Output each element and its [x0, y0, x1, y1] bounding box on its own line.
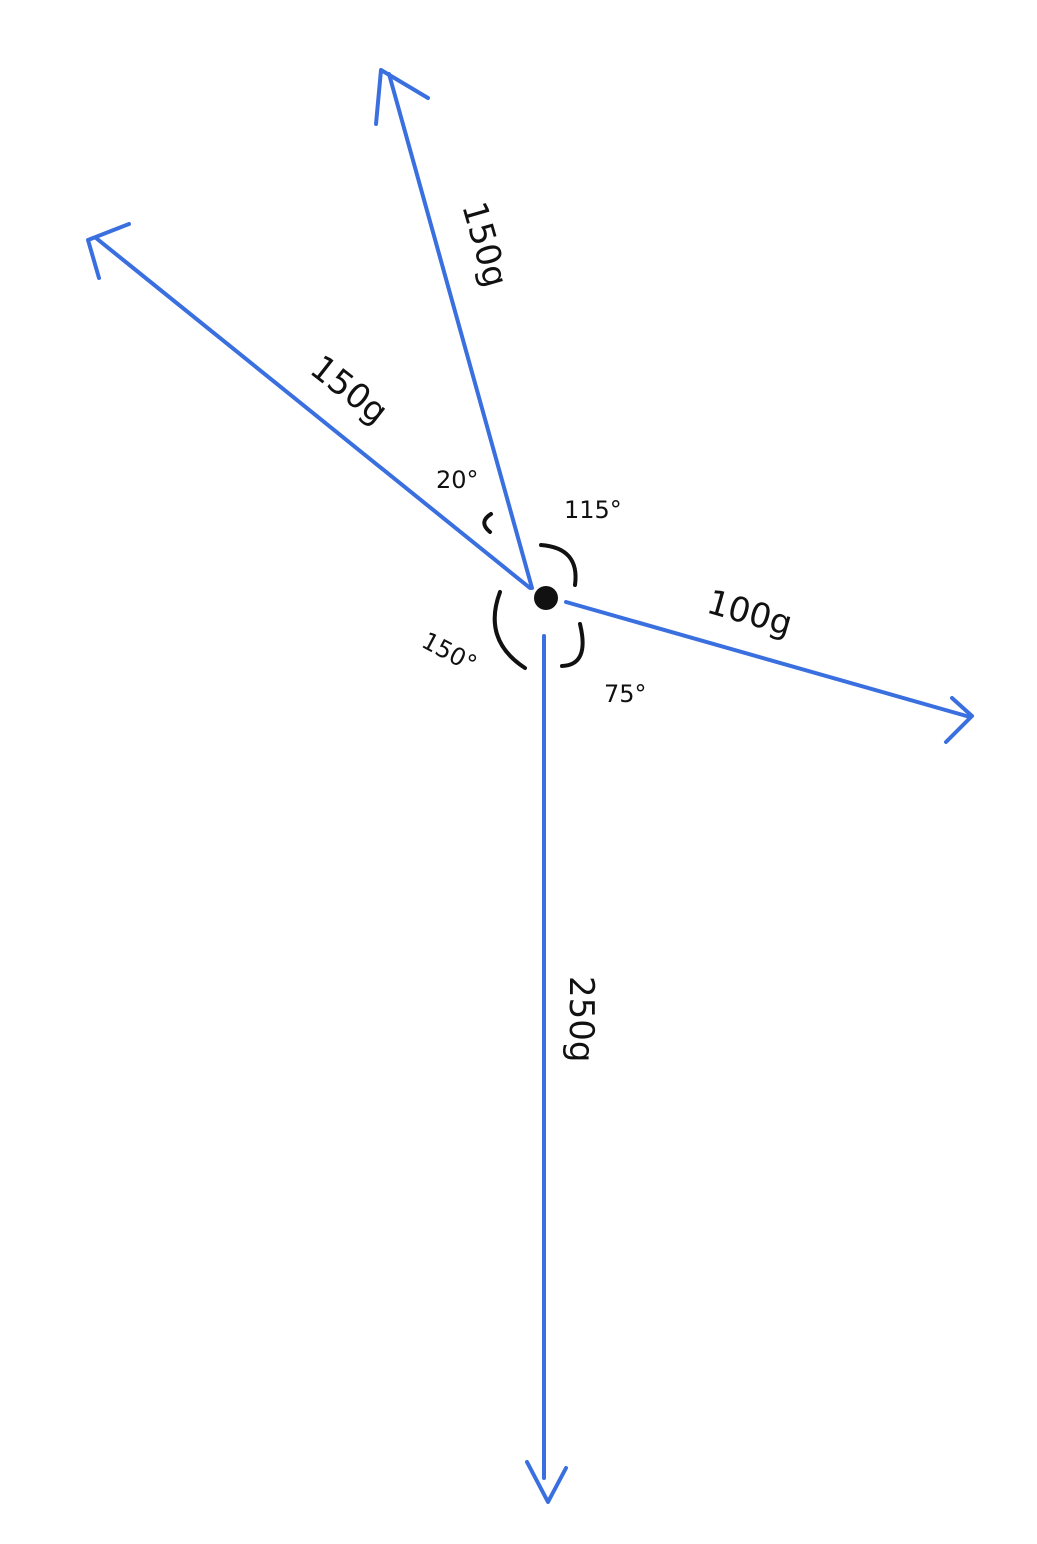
vector-right-shaft — [564, 600, 972, 719]
angle-label-20: 20° — [436, 466, 479, 494]
vector-down-arrowhead — [525, 1460, 568, 1504]
vector-right — [564, 600, 974, 744]
vector-up — [374, 68, 534, 590]
angle-label-150: 150° — [417, 627, 481, 679]
vector-down — [525, 634, 568, 1504]
force-label-down: 250g — [561, 976, 601, 1062]
force-label-upper-left: 150g — [302, 348, 395, 433]
vector-upper-left-arrowhead — [86, 222, 131, 280]
angle-arc-115 — [539, 543, 578, 587]
vector-up-arrowhead — [374, 68, 430, 126]
angle-arc-20 — [482, 512, 493, 534]
origin-point — [534, 586, 558, 610]
vector-upper-left-shaft — [94, 236, 532, 590]
vector-upper-left — [86, 222, 532, 590]
angle-label-75: 75° — [604, 680, 647, 708]
angle-label-115: 115° — [564, 496, 622, 524]
force-label-right: 100g — [703, 582, 797, 644]
force-label-up: 150g — [453, 197, 515, 291]
angle-arc-75 — [560, 622, 585, 668]
vector-up-shaft — [387, 72, 534, 590]
angle-arc-150 — [492, 590, 527, 670]
vector-right-arrowhead — [944, 696, 974, 744]
